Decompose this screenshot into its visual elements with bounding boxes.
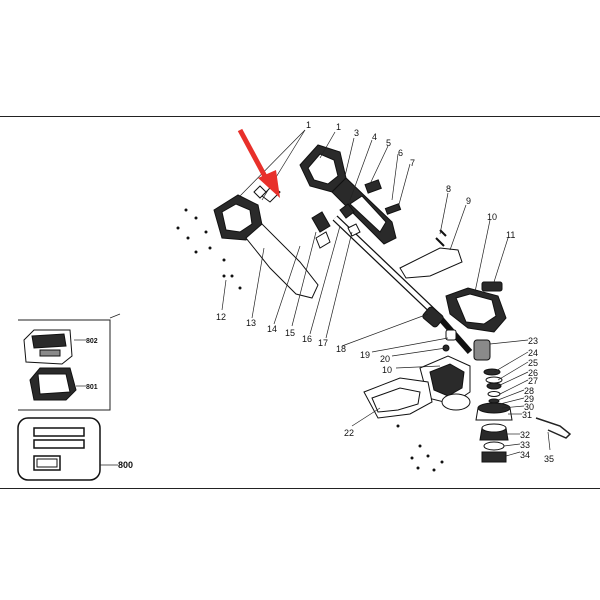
rear-housing-left <box>213 194 319 299</box>
screws <box>176 208 444 472</box>
part-label: 15 <box>285 328 295 338</box>
part-label: 31 <box>522 410 532 420</box>
part-label: 16 <box>302 334 312 344</box>
part-label: 5 <box>386 138 391 148</box>
part-label: 23 <box>528 336 538 346</box>
bottom-frame-line <box>0 488 600 489</box>
part-label: 1 <box>306 120 311 130</box>
kit-label-battery: 801 <box>86 384 98 391</box>
part-label: 13 <box>246 318 256 328</box>
part-label: 35 <box>544 454 554 464</box>
part-label: 10 <box>382 365 392 375</box>
part-label: 14 <box>267 324 277 334</box>
top-frame-line <box>0 116 600 117</box>
part-label: 9 <box>466 196 471 206</box>
part-label: 11 <box>506 230 515 240</box>
kit-inset-manual: 800 <box>17 417 133 481</box>
gear-head-and-guard <box>363 355 471 419</box>
leader-lines <box>221 129 551 457</box>
part-label: 19 <box>360 350 370 360</box>
part-labels: 1 1 3 4 5 6 7 8 9 10 11 12 13 14 15 16 1… <box>216 120 554 464</box>
part-label: 26 <box>528 368 538 378</box>
part-label: 8 <box>446 184 451 194</box>
part-label: 12 <box>216 312 226 322</box>
edge-guide <box>535 417 572 439</box>
kit-label-charger: 802 <box>86 338 98 345</box>
part-label: 27 <box>528 376 538 386</box>
part-label: 1 <box>336 122 341 132</box>
kit-label-manual: 800 <box>118 460 133 470</box>
part-label: 10 <box>487 212 497 222</box>
part-label: 4 <box>372 132 377 142</box>
part-label: 24 <box>528 348 538 358</box>
part-label: 32 <box>520 430 530 440</box>
part-label: 18 <box>336 344 346 354</box>
part-label: 29 <box>524 394 534 404</box>
part-label: 30 <box>524 402 534 412</box>
shaft-fittings <box>422 306 491 361</box>
rear-housing-right <box>299 144 397 245</box>
part-label: 20 <box>380 354 390 364</box>
part-label: 34 <box>520 450 530 460</box>
part-label: 17 <box>318 338 328 348</box>
part-label: 6 <box>398 148 403 158</box>
part-label: 25 <box>528 358 538 368</box>
front-handle-group <box>399 229 507 333</box>
part-label: 3 <box>354 128 359 138</box>
part-label: 33 <box>520 440 530 450</box>
part-label: 28 <box>524 386 534 396</box>
highlight-arrow <box>237 128 280 198</box>
part-label: 22 <box>344 428 354 438</box>
spool-stack <box>475 368 513 463</box>
kit-inset-battery-charger: 802 801 <box>18 313 121 411</box>
part-label: 7 <box>410 158 415 168</box>
